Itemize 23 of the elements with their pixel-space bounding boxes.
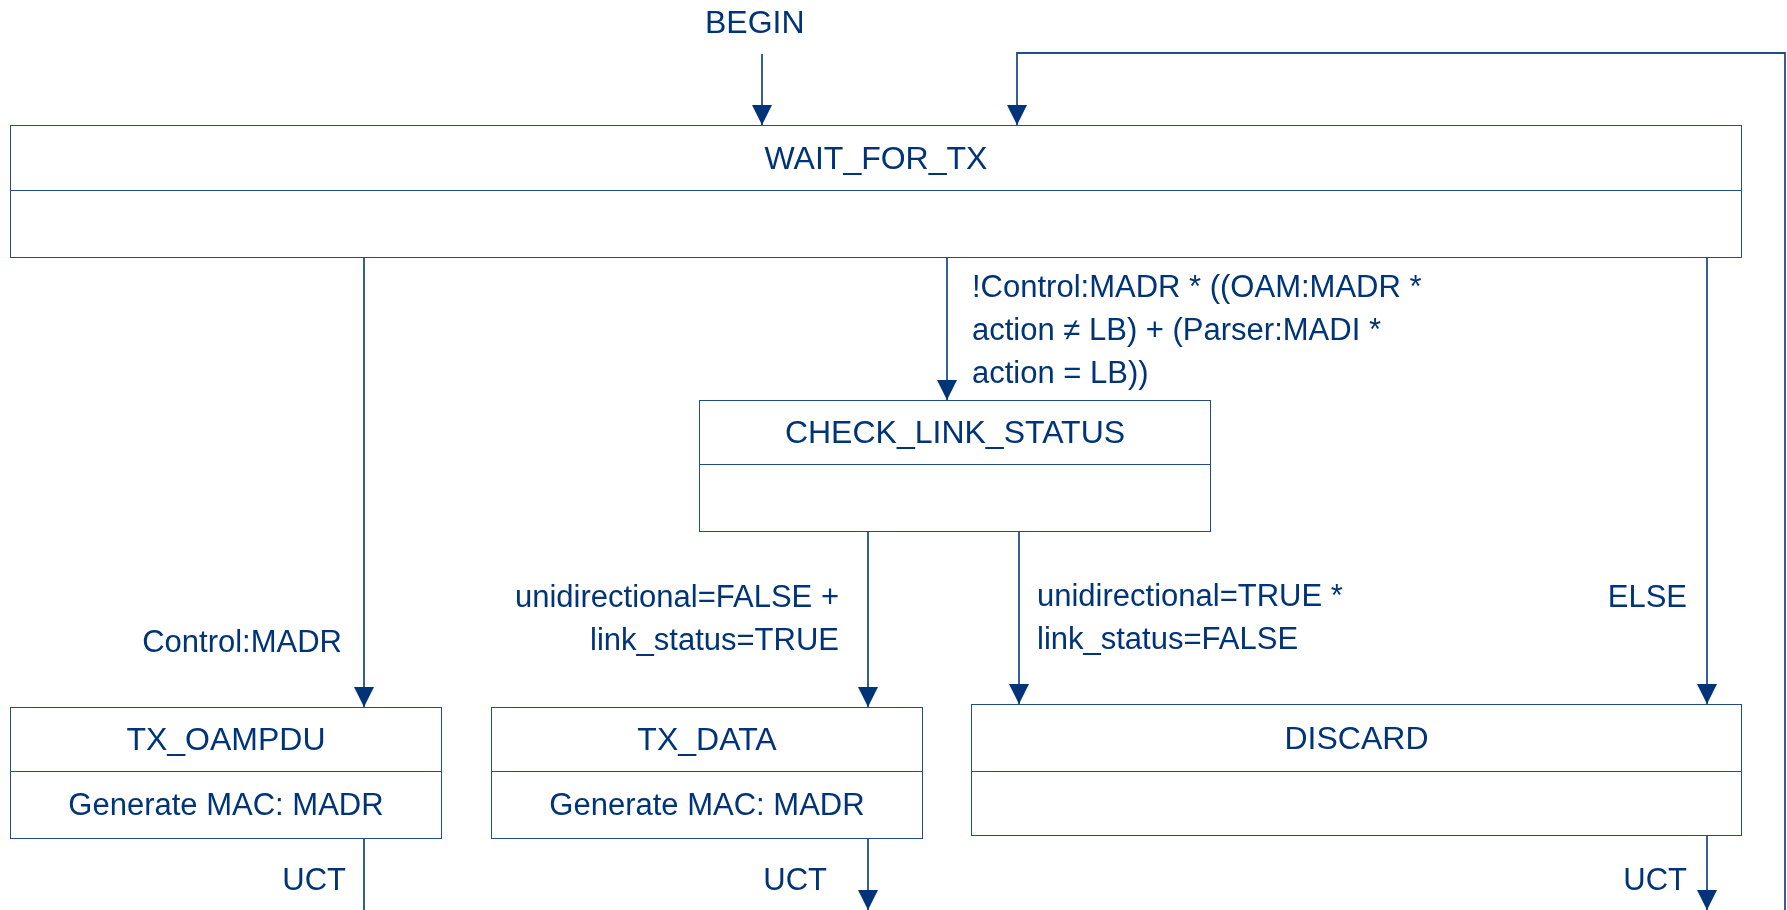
- state-box: [699, 400, 1211, 532]
- state-box: [10, 125, 1742, 258]
- arrow: [858, 838, 878, 910]
- arrow: [1009, 531, 1029, 705]
- arrow: [1697, 257, 1717, 705]
- arrow: [752, 53, 772, 126]
- state-action: Generate MAC: MADR: [549, 787, 865, 823]
- state-name: DISCARD: [1284, 719, 1429, 757]
- arrow: [937, 257, 957, 401]
- state-box: [491, 707, 923, 839]
- state-box: [971, 704, 1742, 836]
- state-name: TX_OAMPDU: [126, 721, 326, 758]
- arrow: [858, 531, 878, 708]
- start-label: BEGIN: [705, 4, 805, 41]
- arrow: [1697, 835, 1717, 910]
- state-name: WAIT_FOR_TX: [764, 139, 988, 177]
- connector-line: [363, 838, 365, 910]
- state-name: TX_DATA: [637, 721, 777, 758]
- state-box: [10, 707, 442, 839]
- state-action: Generate MAC: MADR: [68, 787, 384, 823]
- arrow: [1007, 52, 1786, 910]
- arrow: [354, 257, 374, 708]
- state-name: CHECK_LINK_STATUS: [784, 414, 1126, 451]
